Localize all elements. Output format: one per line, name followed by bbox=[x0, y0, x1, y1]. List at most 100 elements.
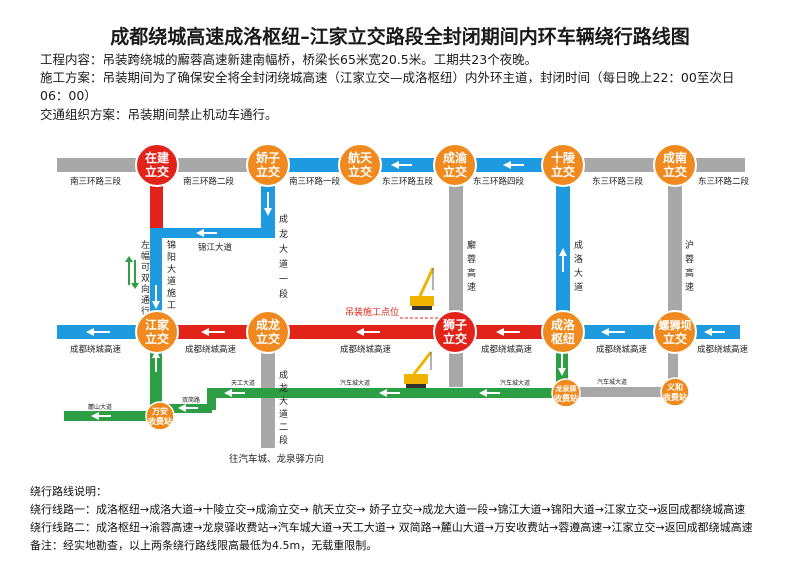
green-shuangjian bbox=[207, 388, 216, 410]
svg-text:成: 成 bbox=[279, 213, 288, 225]
svg-text:蓉: 蓉 bbox=[685, 253, 694, 265]
traffic-plan: 交通组织方案：吊装期间禁止机动车通行。 bbox=[40, 107, 278, 122]
svg-text:狮子: 狮子 bbox=[442, 317, 467, 332]
svg-text:龙: 龙 bbox=[279, 228, 288, 240]
svg-text:龙泉驿: 龙泉驿 bbox=[555, 384, 578, 393]
svg-text:枢纽: 枢纽 bbox=[551, 331, 575, 346]
label-lushan: 麓山大道 bbox=[88, 403, 112, 411]
label-tiangong: 天工大道 bbox=[231, 379, 255, 387]
label-jinyang: 锦 阳 大 道 施 工 bbox=[167, 239, 176, 311]
svg-text:工: 工 bbox=[167, 301, 176, 311]
notes-heading: 绕行路线说明： bbox=[30, 485, 107, 498]
svg-text:航天: 航天 bbox=[348, 150, 373, 165]
two-way-icon bbox=[125, 256, 139, 289]
svg-text:幅: 幅 bbox=[141, 250, 150, 262]
svg-text:立交: 立交 bbox=[663, 164, 687, 179]
route-one-text: 绕行线路一：成洛枢纽→成洛大道→十陵立交→成渝立交→ 航天立交→ 娇子立交→成龙… bbox=[30, 503, 746, 516]
page-title: 成都绕城高速成洛枢纽–江家立交路段全封闭期间内环车辆绕行路线图 bbox=[110, 26, 690, 48]
svg-text:龙: 龙 bbox=[279, 382, 288, 394]
svg-text:立交: 立交 bbox=[256, 164, 280, 179]
construction-plan: 施工方案：吊装期间为了确保安全将全封闭绕城高速（江家立交—成洛枢纽）内外环主道，… bbox=[40, 70, 735, 85]
node-jiaozi[interactable]: 娇子 立交 bbox=[246, 143, 290, 187]
svg-text:通: 通 bbox=[141, 295, 150, 306]
road-yihe bbox=[568, 387, 668, 397]
project-content: 工程内容：吊装跨绕城的廨蓉高速新建南幅桥，桥梁长65米宽20.5米。工期共23个… bbox=[40, 52, 538, 67]
svg-text:高: 高 bbox=[467, 267, 476, 279]
svg-text:道: 道 bbox=[167, 275, 176, 287]
construction-plan-time: 06：00） bbox=[40, 88, 97, 103]
svg-text:螺狮坝: 螺狮坝 bbox=[659, 318, 692, 332]
construction-label: 吊装施工点位 bbox=[345, 306, 399, 318]
svg-text:义和: 义和 bbox=[666, 382, 683, 392]
label-ring-3: 成都绕城高速 bbox=[340, 344, 392, 355]
label-chengluo-road: 成 洛 大 道 bbox=[574, 239, 583, 293]
label-qiche-1: 汽车城大道 bbox=[340, 379, 370, 387]
svg-text:在建: 在建 bbox=[145, 150, 170, 165]
node-luoshiba[interactable]: 螺狮坝 立交 bbox=[653, 310, 697, 354]
svg-text:道: 道 bbox=[279, 258, 288, 270]
svg-text:蓉: 蓉 bbox=[467, 253, 476, 265]
label-jinjiang: 锦江大道 bbox=[198, 242, 233, 253]
station-longquanyi[interactable]: 龙泉驿 收费站 bbox=[551, 378, 581, 408]
label-ring-5: 成都绕城高速 bbox=[596, 344, 648, 355]
node-shiling[interactable]: 十陵 立交 bbox=[541, 143, 585, 187]
label-chenglong-2: 成 龙 大 道 二 段 bbox=[279, 369, 288, 446]
svg-text:立交: 立交 bbox=[551, 164, 575, 179]
label-qiche-left: 汽车城大道 bbox=[597, 378, 627, 386]
svg-text:一: 一 bbox=[279, 275, 288, 285]
label-chenglong-1: 成 龙 大 道 一 段 bbox=[279, 213, 288, 300]
svg-text:二: 二 bbox=[279, 423, 288, 433]
node-chenglong[interactable]: 成龙 立交 bbox=[246, 310, 290, 354]
svg-text:沪: 沪 bbox=[685, 239, 694, 251]
svg-text:廨: 廨 bbox=[467, 239, 476, 251]
svg-text:江家: 江家 bbox=[145, 317, 170, 332]
svg-text:道: 道 bbox=[279, 408, 288, 420]
svg-text:行: 行 bbox=[141, 305, 150, 317]
svg-text:向: 向 bbox=[141, 283, 150, 295]
label-xierong: 廨 蓉 高 速 bbox=[467, 239, 476, 293]
label-ring-4: 成都绕城高速 bbox=[481, 344, 533, 355]
svg-text:左: 左 bbox=[141, 239, 150, 251]
svg-text:洛: 洛 bbox=[574, 253, 583, 265]
label-nansan-2: 南三环路二段 bbox=[183, 176, 235, 187]
road-yihe-vertical bbox=[668, 345, 678, 387]
svg-text:段: 段 bbox=[279, 288, 288, 300]
crane-icon bbox=[404, 351, 433, 388]
label-dongsan-5: 东三环路五段 bbox=[382, 176, 434, 187]
label-two-way: 左 幅 可 双 向 通 行 bbox=[141, 239, 150, 317]
route-two-text: 绕行线路二：成洛枢纽→渝蓉高速→龙泉驿收费站→汽车城大道→天工大道→ 双简路→麓… bbox=[30, 521, 753, 534]
label-qiche-2: 汽车城大道 bbox=[500, 379, 530, 387]
svg-text:立交: 立交 bbox=[663, 331, 687, 346]
label-dongsan-3: 东三环路三段 bbox=[592, 176, 644, 187]
station-yihe[interactable]: 义和 收费站 bbox=[660, 377, 690, 407]
svg-text:可: 可 bbox=[141, 262, 150, 273]
svg-text:立交: 立交 bbox=[145, 164, 169, 179]
svg-text:立交: 立交 bbox=[443, 331, 467, 346]
svg-text:大: 大 bbox=[167, 263, 176, 275]
svg-text:收费站: 收费站 bbox=[148, 416, 172, 426]
node-zaijian[interactable]: 在建 立交 bbox=[135, 143, 179, 187]
road-chengnan-vertical bbox=[668, 172, 682, 332]
svg-text:高: 高 bbox=[685, 267, 694, 279]
svg-text:立交: 立交 bbox=[348, 164, 372, 179]
svg-text:成南: 成南 bbox=[663, 150, 687, 165]
road-chengyu-vertical bbox=[449, 172, 463, 387]
node-chengyu[interactable]: 成渝 立交 bbox=[433, 143, 477, 187]
node-jiangjia[interactable]: 江家 立交 bbox=[135, 310, 179, 354]
svg-text:大: 大 bbox=[279, 243, 288, 255]
svg-text:道: 道 bbox=[574, 281, 583, 293]
svg-text:娇子: 娇子 bbox=[255, 150, 280, 165]
svg-text:阳: 阳 bbox=[167, 252, 176, 263]
svg-text:大: 大 bbox=[279, 395, 288, 407]
svg-text:万安: 万安 bbox=[151, 406, 168, 416]
node-hangtian[interactable]: 航天 立交 bbox=[338, 143, 382, 187]
label-dongsan-2: 东三环路二段 bbox=[698, 176, 750, 187]
label-ring-2: 成都绕城高速 bbox=[185, 344, 237, 355]
direction-arrows bbox=[86, 161, 725, 420]
station-wanan[interactable]: 万安 收费站 bbox=[145, 401, 175, 431]
green-lushan bbox=[64, 411, 162, 421]
node-shizi[interactable]: 狮子 立交 bbox=[433, 310, 477, 354]
svg-text:段: 段 bbox=[279, 434, 288, 446]
node-chengnan[interactable]: 成南 立交 bbox=[653, 143, 697, 187]
node-chengluo[interactable]: 成洛 枢纽 bbox=[541, 310, 585, 354]
